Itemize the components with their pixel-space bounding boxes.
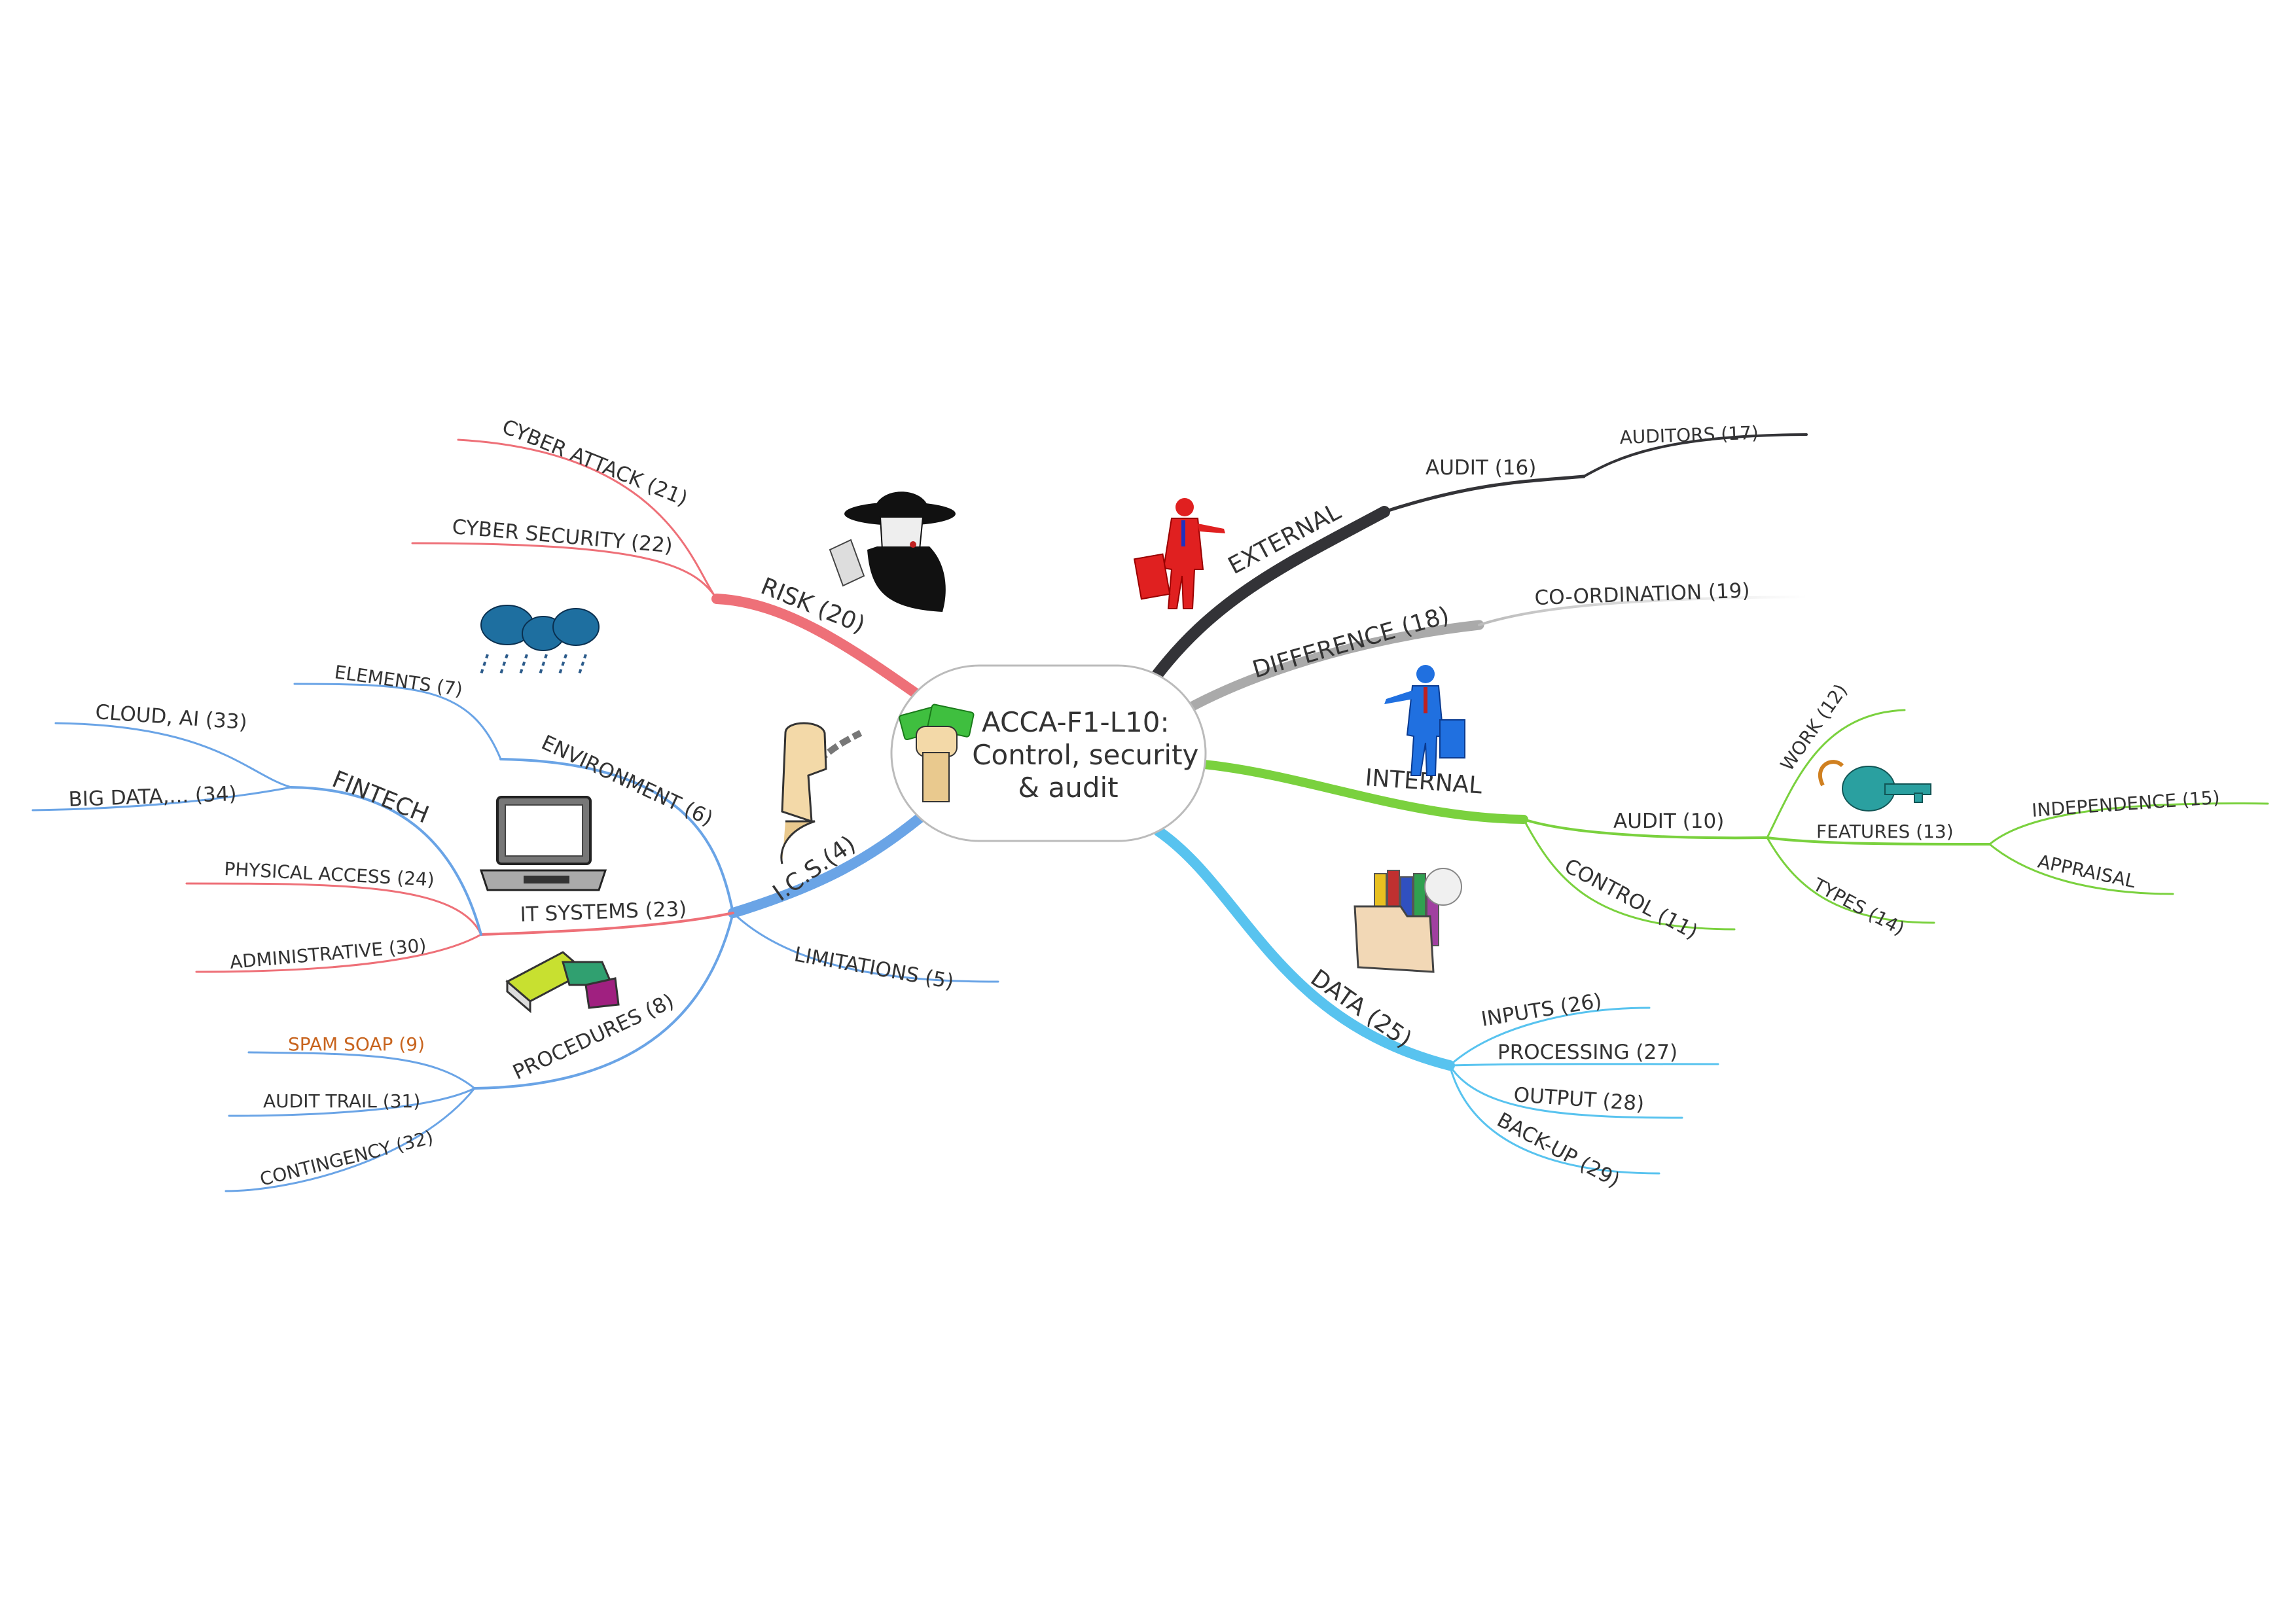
node-output[interactable]: OUTPUT (28): [1513, 1083, 1645, 1116]
blue-businessman-icon: [1384, 665, 1465, 776]
hacker-icon: [829, 491, 956, 612]
folder-files-icon: [1354, 868, 1462, 973]
node-spam-soap[interactable]: SPAM SOAP (9): [288, 1033, 425, 1055]
node-limitations[interactable]: LIMITATIONS (5): [793, 942, 956, 993]
node-cyber-attack[interactable]: CYBER ATTACK (21): [499, 415, 691, 511]
node-processing[interactable]: PROCESSING (27): [1498, 1041, 1677, 1064]
branch-external-lines: [1149, 433, 1808, 683]
node-internal-audit[interactable]: AUDIT (10): [1613, 810, 1724, 833]
node-spam-soap-label: SPAM SOAP: [288, 1033, 393, 1055]
node-back-up[interactable]: BACK-UP (29): [1493, 1108, 1623, 1192]
branch-ics-lines: [224, 683, 999, 1192]
node-elements[interactable]: ELEMENTS (7): [333, 661, 464, 700]
node-independence[interactable]: INDEPENDENCE (15): [2031, 787, 2220, 821]
money-fist-icon: [899, 704, 975, 802]
branch-risk-lines: [185, 438, 922, 973]
red-businessman-icon: [1133, 498, 1225, 609]
node-it-systems[interactable]: IT SYSTEMS (23): [520, 897, 687, 927]
central-topic-line-1: ACCA-F1-L10:: [982, 706, 1170, 738]
node-inputs[interactable]: INPUTS (26): [1480, 989, 1604, 1031]
chained-fist-icon: [780, 722, 863, 865]
central-topic-text: ACCA-F1-L10: Control, security & audit: [972, 706, 1208, 804]
node-cloud-ai[interactable]: CLOUD, AI (33): [94, 700, 247, 734]
books-icon: [505, 951, 620, 1014]
central-topic[interactable]: ACCA-F1-L10: Control, security & audit: [890, 664, 1208, 842]
rain-cloud-icon: [480, 605, 600, 675]
node-cyber-security[interactable]: CYBER SECURITY (22): [451, 515, 673, 558]
node-work[interactable]: WORK (12): [1776, 680, 1852, 775]
laptop-icon: [479, 796, 607, 891]
node-external-audit[interactable]: AUDIT (16): [1426, 456, 1536, 480]
branch-fintech-lines: [31, 722, 482, 936]
node-big-data[interactable]: BIG DATA,... (34): [68, 782, 237, 812]
node-audit-trail[interactable]: AUDIT TRAIL (31): [263, 1090, 420, 1112]
central-topic-line-3: & audit: [1018, 772, 1118, 804]
central-topic-line-2: Control, security: [972, 739, 1198, 771]
node-contingency[interactable]: CONTINGENCY (32): [258, 1126, 436, 1190]
node-control[interactable]: CONTROL (11): [1560, 854, 1701, 944]
branch-difference-lines: [1163, 596, 1808, 725]
node-features[interactable]: FEATURES (13): [1816, 821, 1954, 842]
key-icon: [1818, 760, 1931, 812]
node-types[interactable]: TYPES (14): [1809, 874, 1908, 940]
central-topic-box: [890, 664, 1207, 842]
node-co-ordination[interactable]: CO-ORDINATION (19): [1534, 579, 1750, 610]
branch-data-lines: [1153, 826, 1719, 1175]
node-spam-soap-number: (9): [399, 1033, 425, 1055]
branch-internal-lines: [1200, 709, 2269, 931]
node-auditors[interactable]: AUDITORS (17): [1619, 422, 1759, 448]
node-internal[interactable]: INTERNAL: [1364, 764, 1482, 799]
node-fintech[interactable]: FINTECH: [329, 766, 433, 829]
